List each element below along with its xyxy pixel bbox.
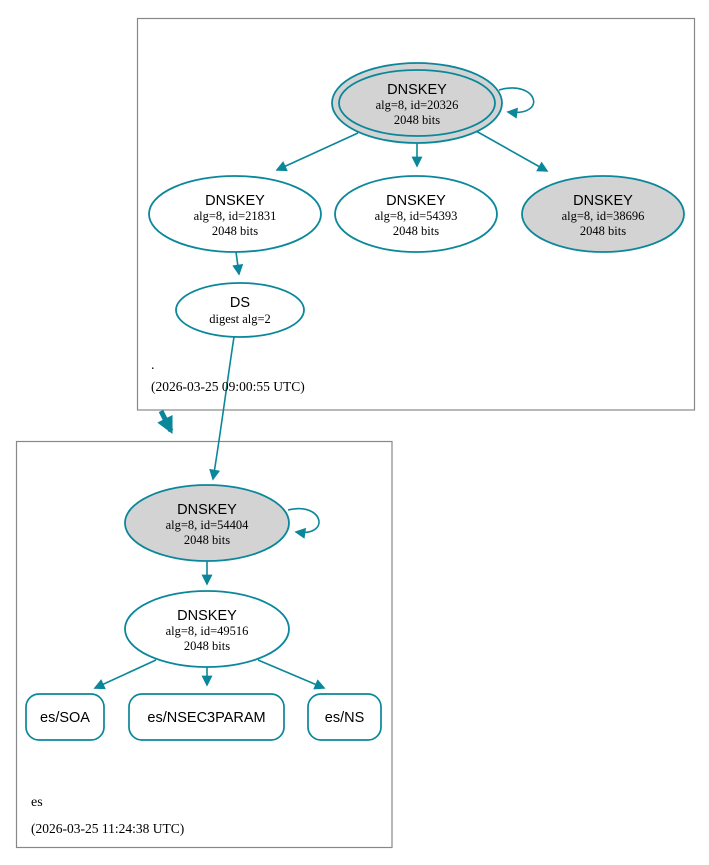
dnskey-49516-ellipse xyxy=(124,590,290,668)
rrset-soa-label: es/SOA xyxy=(40,710,90,726)
edge-zsk21831-ds xyxy=(232,251,244,276)
node-dnskey-54404[interactable]: DNSKEY alg=8, id=54404 2048 bits xyxy=(124,484,290,562)
node-dnskey-21831[interactable]: DNSKEY alg=8, id=21831 2048 bits xyxy=(148,175,322,253)
dnskey-20326-detail: alg=8, id=20326 xyxy=(376,98,459,112)
rrset-ns-box xyxy=(307,693,382,741)
rrset-nsec3param-box xyxy=(128,693,285,741)
edge-ksk20326-ksk38696 xyxy=(475,130,549,172)
zone-timestamp-root: (2026-03-25 09:00:55 UTC) xyxy=(151,379,305,394)
zone-timestamp-es: (2026-03-25 11:24:38 UTC) xyxy=(31,821,184,836)
dnskey-49516-bits: 2048 bits xyxy=(184,639,230,653)
dnskey-49516-detail: alg=8, id=49516 xyxy=(166,624,249,638)
dnskey-54404-detail: alg=8, id=54404 xyxy=(166,518,250,532)
dnskey-54393-detail: alg=8, id=54393 xyxy=(375,209,458,223)
edge-selfloop-ksk-20326 xyxy=(498,87,535,119)
edge-delegation-root-es xyxy=(157,409,174,435)
node-ds[interactable]: DS digest alg=2 xyxy=(175,282,305,338)
dnskey-54404-bits: 2048 bits xyxy=(184,533,230,547)
edge-ds-ksk54404 xyxy=(209,336,235,481)
rrset-nsec3param-label: es/NSEC3PARAM xyxy=(147,710,265,726)
edge-ksk20326-zsk21831 xyxy=(275,132,359,172)
dnskey-21831-detail: alg=8, id=21831 xyxy=(194,209,277,223)
dnskey-49516-title: DNSKEY xyxy=(177,608,237,624)
dnskey-21831-title: DNSKEY xyxy=(205,193,265,209)
dnskey-38696-detail: alg=8, id=38696 xyxy=(562,209,645,223)
dnskey-54404-ellipse xyxy=(124,484,290,562)
dnskey-20326-title: DNSKEY xyxy=(387,82,447,98)
node-dnskey-38696[interactable]: DNSKEY alg=8, id=38696 2048 bits xyxy=(521,175,685,253)
zone-label-es: es xyxy=(31,795,43,810)
dnskey-54393-title: DNSKEY xyxy=(386,193,446,209)
dnskey-54393-bits: 2048 bits xyxy=(393,224,439,238)
ds-detail: digest alg=2 xyxy=(209,312,271,326)
rrset-soa-box xyxy=(25,693,105,741)
ds-ellipse xyxy=(175,282,305,338)
edge-zsk49516-ns xyxy=(257,659,326,690)
dnskey-54393-ellipse xyxy=(334,175,498,253)
dnskey-54404-title: DNSKEY xyxy=(177,502,237,518)
zone-label-root: . xyxy=(151,358,155,373)
dnskey-21831-bits: 2048 bits xyxy=(212,224,258,238)
zone-box-es xyxy=(15,440,393,849)
dnskey-20326-bits: 2048 bits xyxy=(394,113,440,127)
node-rrset-nsec3param[interactable]: es/NSEC3PARAM xyxy=(128,693,285,741)
rrset-ns-label: es/NS xyxy=(325,710,365,726)
edge-zsk49516-soa xyxy=(93,659,157,690)
dnskey-21831-ellipse xyxy=(148,175,322,253)
node-dnskey-20326[interactable]: DNSKEY alg=8, id=20326 2048 bits xyxy=(331,62,503,144)
dnskey-38696-ellipse xyxy=(521,175,685,253)
dnskey-38696-bits: 2048 bits xyxy=(580,224,626,238)
ds-title: DS xyxy=(230,295,250,311)
node-dnskey-49516[interactable]: DNSKEY alg=8, id=49516 2048 bits xyxy=(124,590,290,668)
edge-selfloop-ksk-54404 xyxy=(287,507,320,539)
dnskey-20326-inner-ellipse xyxy=(338,69,496,137)
node-rrset-ns[interactable]: es/NS xyxy=(307,693,382,741)
zone-box-root xyxy=(136,17,696,411)
node-rrset-soa[interactable]: es/SOA xyxy=(25,693,105,741)
dnskey-38696-title: DNSKEY xyxy=(573,193,633,209)
node-dnskey-54393[interactable]: DNSKEY alg=8, id=54393 2048 bits xyxy=(334,175,498,253)
dnskey-20326-outer-ellipse xyxy=(331,62,503,144)
